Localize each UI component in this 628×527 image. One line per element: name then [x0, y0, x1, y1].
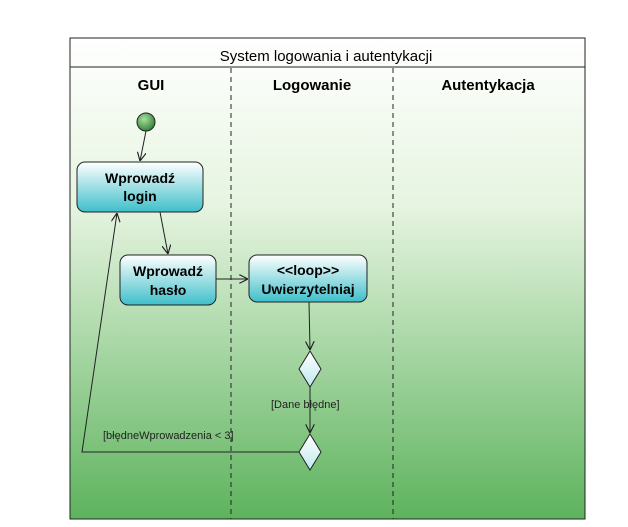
guard-dane-bledne: [Dane błędne] — [271, 399, 340, 411]
flow-initial-to-login — [140, 130, 147, 161]
activity-wprowadz-haslo: Wprowadź hasło — [119, 254, 217, 306]
activity-login-line2: login — [123, 188, 156, 204]
activity-haslo-line1: Wprowadź — [133, 263, 203, 279]
activity-uwierzytelniaj: <<loop>> Uwierzytelniaj — [248, 254, 368, 303]
flow-auth-to-decision1 — [309, 301, 310, 350]
activity-login-line1: Wprowadź — [105, 170, 175, 186]
flow-login-to-haslo — [159, 211, 168, 254]
lane-header-logowanie: Logowanie — [273, 77, 351, 94]
decision-node-2 — [298, 433, 322, 471]
activity-auth-name: Uwierzytelniaj — [261, 281, 354, 297]
diagram-title: System logowania i autentykacji — [220, 48, 433, 65]
lane-header-gui: GUI — [138, 77, 165, 94]
flow-decision2-back-to-login — [81, 213, 299, 453]
activity-auth-stereotype: <<loop>> — [277, 262, 339, 278]
lane-header-autentykacja: Autentykacja — [441, 77, 535, 94]
activity-haslo-line2: hasło — [150, 282, 187, 298]
initial-node — [136, 112, 156, 132]
activity-wprowadz-login: Wprowadź login — [76, 161, 204, 213]
guard-bledne-wprowadzenia: [błędneWprowadzenia < 3] — [103, 430, 234, 442]
